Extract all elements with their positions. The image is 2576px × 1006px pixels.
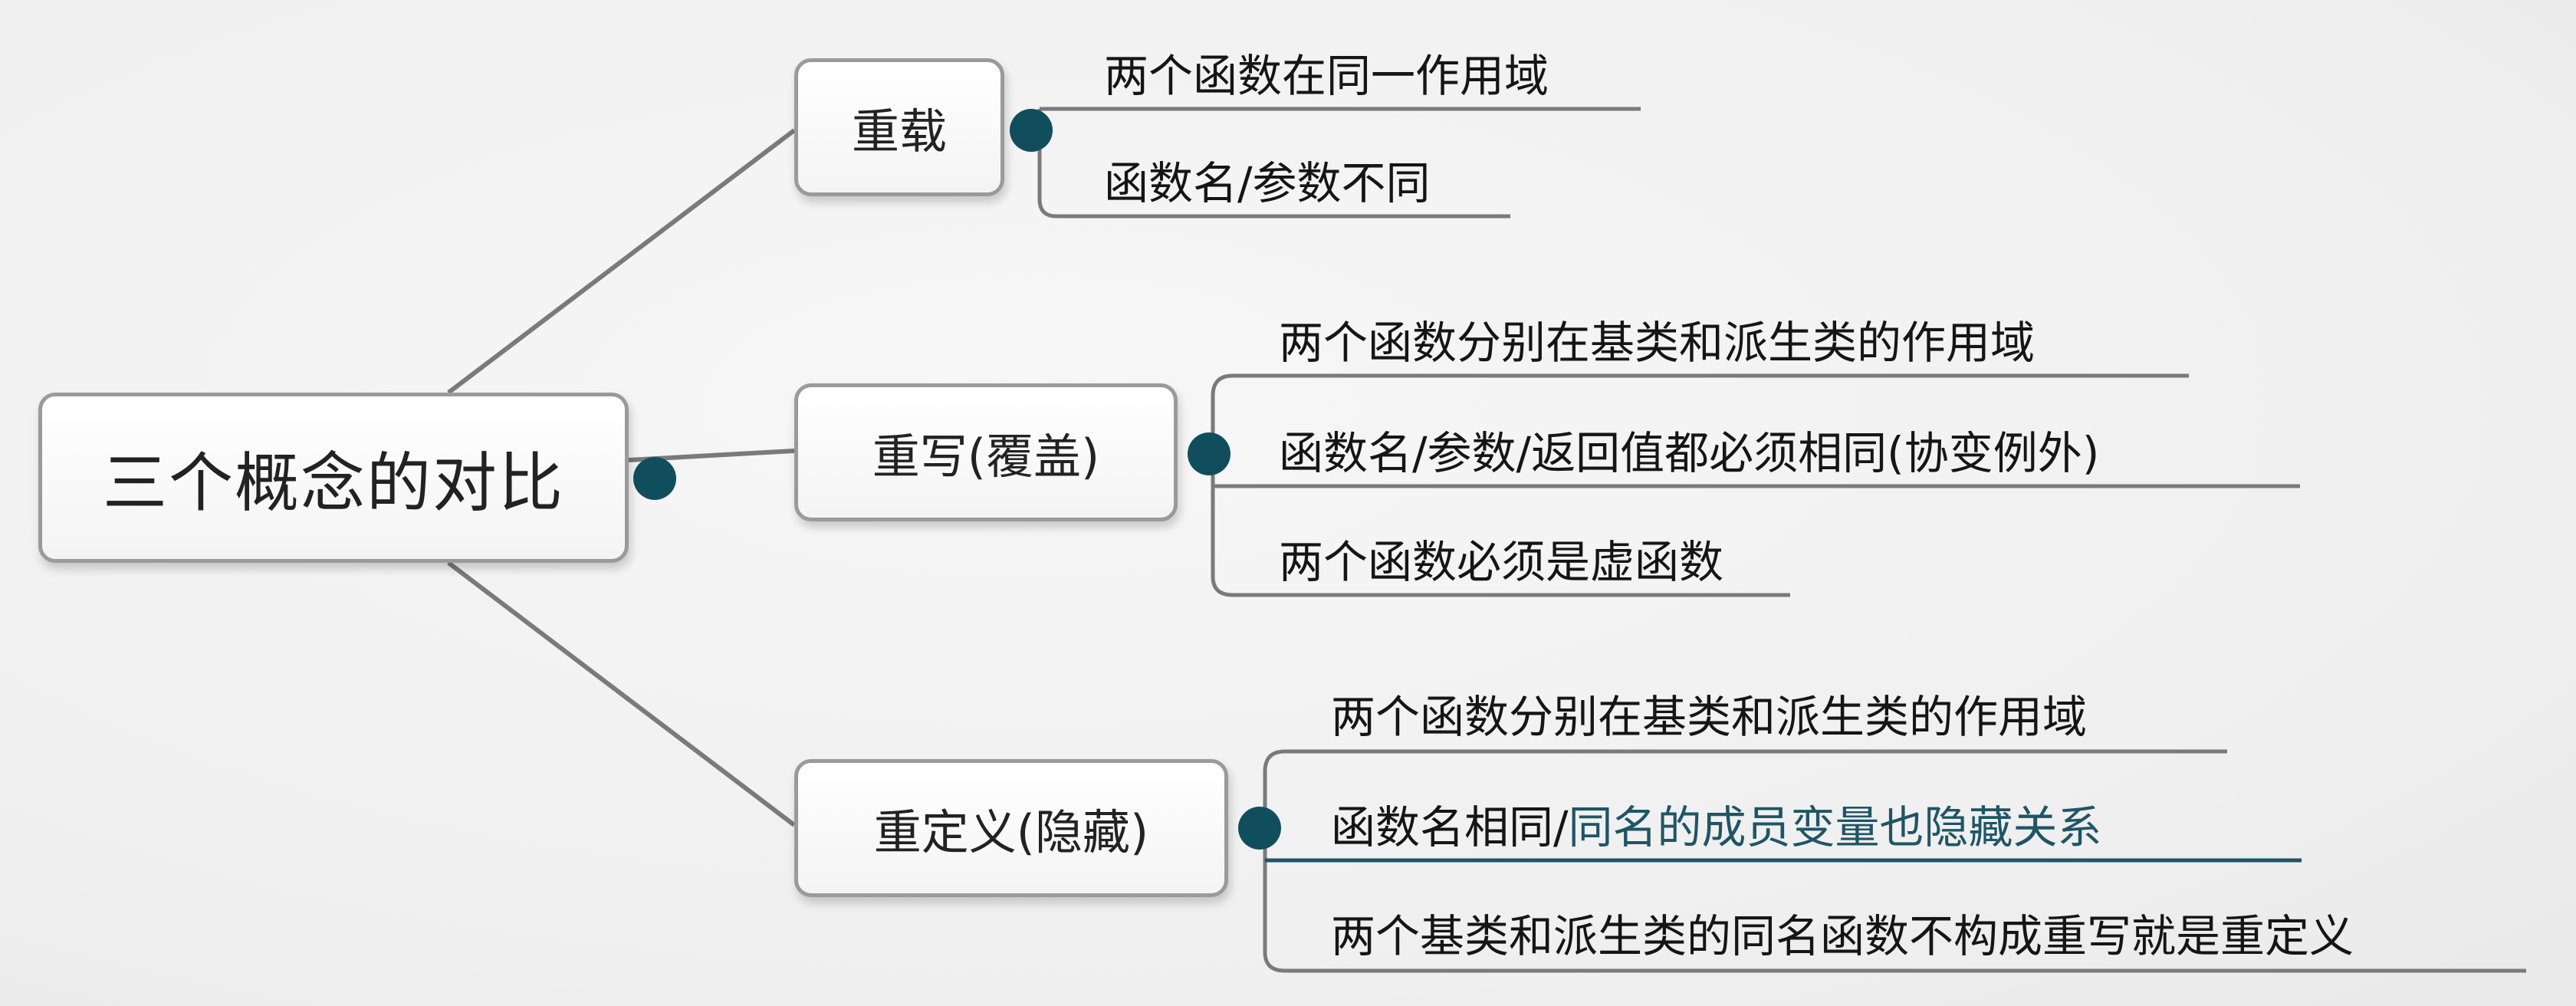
- root-label: 三个概念的对比: [102, 445, 564, 521]
- connector-dot-b1: [1010, 109, 1053, 152]
- leaf-redefine-3: 两个基类和派生类的同名函数不构成重写就是重定义: [1331, 910, 2354, 962]
- branch-label-overload: 重载: [851, 104, 947, 159]
- branch-node-redefine[interactable]: 重定义(隐藏): [794, 759, 1228, 897]
- connector-dot-root: [633, 457, 676, 500]
- bracket-b3: [1263, 749, 2526, 973]
- leaf-redefine-2: 函数名相同/同名的成员变量也隐藏关系: [1331, 805, 2102, 850]
- leaf-overload-2: 函数名/参数不同: [1104, 157, 1431, 209]
- leaf-override-1: 两个函数分别在基类和派生类的作用域: [1279, 317, 2036, 369]
- connector-dot-b2: [1188, 432, 1230, 475]
- connector-root-b3: [447, 561, 796, 827]
- branch-label-redefine: 重定义(隐藏): [873, 804, 1149, 860]
- leaf-overload-1: 两个函数在同一作用域: [1104, 50, 1549, 102]
- leaf-redefine-2-main: 函数名相同/: [1331, 801, 1569, 853]
- leaf-override-2: 函数名/参数/返回值都必须相同(协变例外): [1279, 427, 2100, 479]
- root-node[interactable]: 三个概念的对比: [38, 393, 629, 563]
- branch-node-overload[interactable]: 重载: [794, 58, 1004, 196]
- bracket-b2: [1211, 373, 2300, 597]
- leaf-redefine-1: 两个函数分别在基类和派生类的作用域: [1331, 691, 2088, 743]
- branch-label-override: 重写(覆盖): [872, 429, 1100, 485]
- leaf-redefine-2-accent: 同名的成员变量也隐藏关系: [1568, 801, 2102, 853]
- connector-dot-b3: [1238, 807, 1281, 850]
- leaf-override-3: 两个函数必须是虚函数: [1279, 536, 1724, 588]
- bracket-b1: [1037, 107, 1641, 219]
- connector-root-b1: [447, 128, 796, 395]
- branch-node-override[interactable]: 重写(覆盖): [794, 383, 1178, 521]
